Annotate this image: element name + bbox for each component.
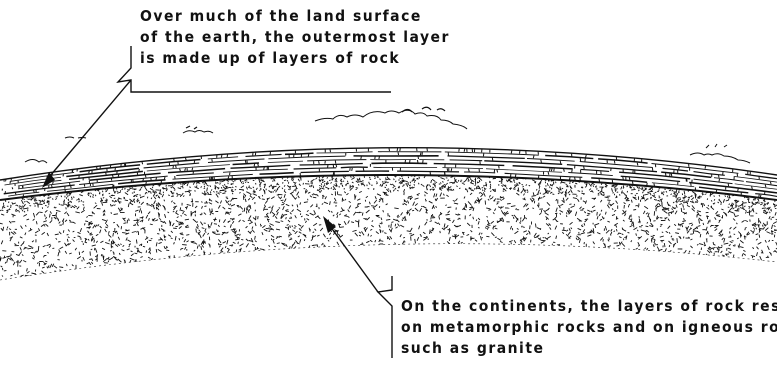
callout-top-line-3: is made up of layers of rock [140,48,450,69]
granite-layer [0,174,777,280]
callout-top-text: Over much of the land surface of the ear… [140,6,450,69]
right-shore [690,153,750,163]
callout-bottom-line-3: such as granite [401,338,777,359]
callout-bottom-text: On the continents, the layers of rock re… [401,296,777,359]
left-outcrop [183,131,213,134]
callout-bottom-line-1: On the continents, the layers of rock re… [401,296,777,317]
hill-outcrop [315,110,467,129]
surface-details [25,107,750,163]
callout-top-line-2: of the earth, the outermost layer [140,27,450,48]
left-shore [25,160,47,164]
callout-top-line-1: Over much of the land surface [140,6,450,27]
callout-bottom-line-2: on metamorphic rocks and on igneous rock… [401,317,777,338]
